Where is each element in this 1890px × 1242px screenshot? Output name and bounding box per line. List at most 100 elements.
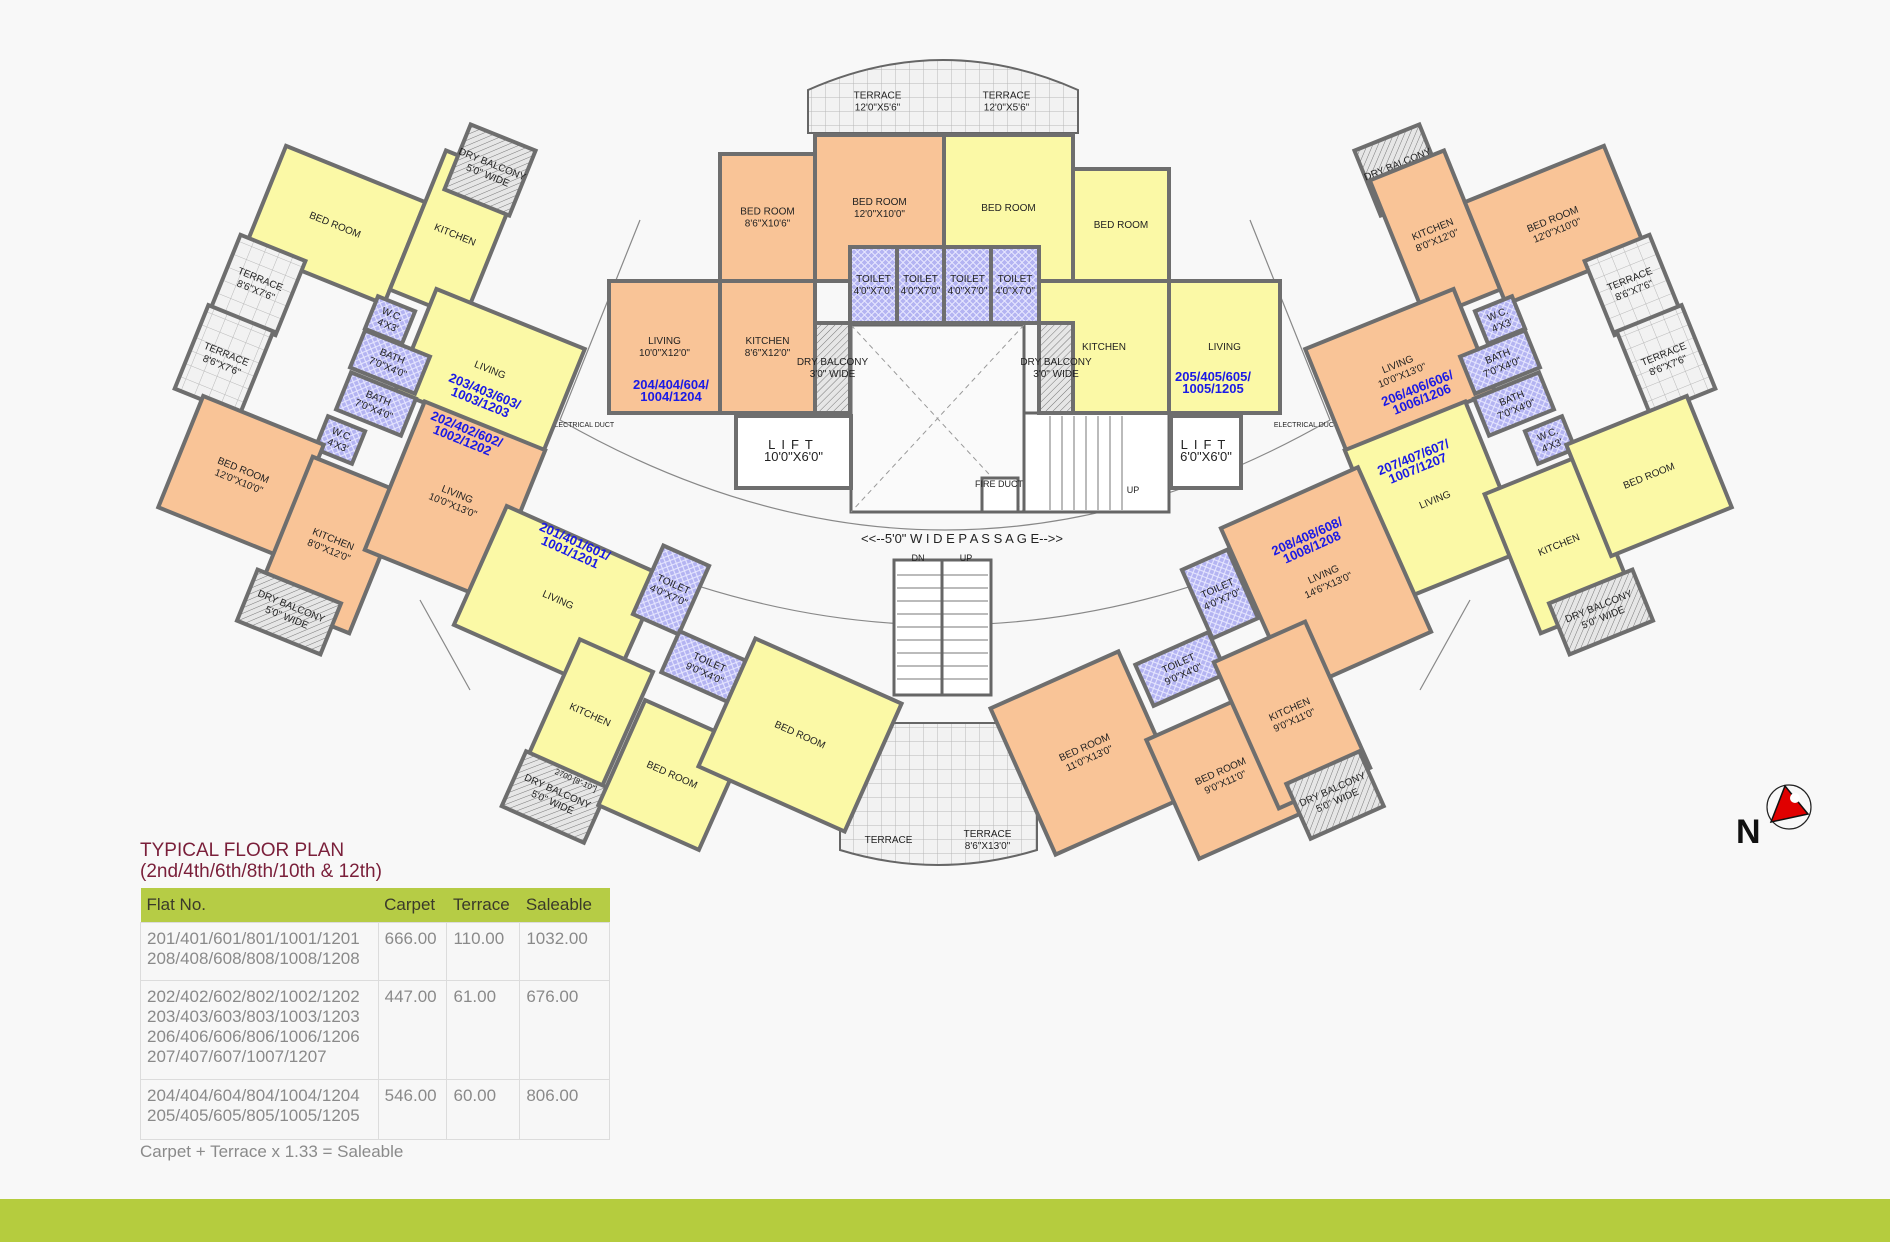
header-saleable: Saleable (519, 888, 610, 923)
flat-numbers: 207/407/607/1007/1207 (147, 1047, 327, 1066)
electrical-duct-label: ELECTRICAL DUCT (1274, 422, 1339, 429)
table-header-row: Flat No. Carpet Terrace Saleable (140, 888, 610, 923)
staircase (1022, 411, 1171, 514)
label-line: 8'6"X12'0" (745, 348, 791, 359)
label-line: TOILET (903, 274, 938, 285)
carpet-cell: 447.00 (377, 980, 448, 1080)
room-bath (333, 369, 419, 439)
label-line: <<--5'0" W I D E P A S S A G E-->> (861, 531, 1063, 546)
flat-numbers: 203/403/603/803/1003/1203 (147, 1007, 360, 1026)
label-line: BED ROOM (1094, 220, 1148, 231)
label-line: LIVING (1208, 342, 1241, 353)
room-dry-balcony (499, 748, 611, 846)
plan-title-main: TYPICAL FLOOR PLAN (140, 840, 345, 861)
label-line: BED ROOM (981, 203, 1035, 214)
label-line: 4'0"X7'0" (948, 286, 988, 297)
label-line: 12'0"X10'0" (854, 209, 905, 220)
header-terrace: Terrace (446, 888, 520, 923)
room-living (451, 503, 665, 697)
room-w-c (312, 413, 368, 467)
stair-up-label: UP (1127, 485, 1140, 495)
flat-number-label: 205/405/605/1005/1205 (1175, 369, 1251, 396)
label-line: ELECTRICAL DUCT (1274, 422, 1339, 429)
label-line: TOILET (950, 274, 985, 285)
room-toilet (630, 542, 712, 638)
label-line: KITCHEN (1082, 342, 1126, 353)
saleable-cell: 1032.00 (519, 922, 610, 981)
flat-numbers: 204/404/604/804/1004/1204 (147, 1086, 360, 1105)
room-kitchen (718, 279, 817, 415)
room-bed-room (718, 152, 817, 283)
label-line: 10'0"X6'0" (764, 449, 823, 464)
label-line: DN (912, 553, 925, 563)
label-line: TERRACE (854, 91, 902, 102)
room-bath (347, 327, 433, 397)
void-cross (850, 324, 1025, 513)
room-dry-balcony (1037, 321, 1075, 415)
carpet-cell: 666.00 (377, 922, 448, 981)
room-dry-balcony (813, 321, 852, 415)
label-line: BED ROOM (740, 207, 794, 218)
saleable-cell: 676.00 (519, 980, 610, 1080)
label-line: 8'6"X10'6" (745, 219, 791, 230)
label-line: 8'6"X13'0" (965, 841, 1011, 852)
label-line: 12'0"X5'6" (855, 103, 901, 114)
label-line: 4'0"X7'0" (901, 286, 941, 297)
flat-numbers: 201/401/601/801/1001/1201 (147, 929, 360, 948)
label-line: UP (1127, 485, 1140, 495)
flat-unit: LIVING14'6"X13'0"TOILET4'0"X7'0"TOILET9'… (987, 464, 1434, 862)
room-dry-balcony (1546, 567, 1656, 657)
room-label-living: LIVING10'0"X13'0" (427, 480, 483, 521)
label-line: 3'0" WIDE (810, 369, 856, 380)
saleable-cell: 806.00 (519, 1079, 610, 1140)
label-line: 6'0"X6'0" (1180, 449, 1232, 464)
label-line: TERRACE (865, 835, 913, 846)
label-line: 4'0"X7'0" (854, 286, 894, 297)
room-label-terrace: TERRACE (865, 835, 913, 846)
label-line: 12'0"X5'6" (984, 103, 1030, 114)
terrace-cell: 60.00 (446, 1079, 521, 1140)
room-label-living: LIVING (1208, 342, 1241, 353)
label-line: KITCHEN (746, 336, 790, 347)
label-line: FIRE DUCT (975, 479, 1023, 489)
fire-duct (980, 476, 1020, 514)
room-dry-balcony (441, 121, 539, 219)
label-line: ELECTRICAL DUCT (550, 422, 615, 429)
room-label-kitchen: KITCHEN (1082, 342, 1126, 353)
label-line: TERRACE (983, 91, 1031, 102)
room-bed-room (595, 697, 749, 853)
room-bed-room (987, 648, 1187, 858)
label-line: 204/404/604/ (633, 377, 709, 392)
room-living (607, 279, 722, 415)
room-toilet (848, 245, 899, 325)
room-toilet (989, 245, 1041, 325)
bottom-terrace-outline (839, 722, 1038, 866)
top-terrace-outline (807, 59, 1079, 134)
terrace-cell: 61.00 (446, 980, 521, 1080)
label-line: DRY BALCONY (1020, 357, 1092, 368)
label-line: LIFT (1181, 437, 1232, 452)
room-dry-balcony (1283, 748, 1387, 842)
stair-down-label: DN (912, 553, 925, 563)
label-line: BED ROOM (852, 197, 906, 208)
carpet-cell: 546.00 (377, 1079, 448, 1140)
room-label-bed-room: BED ROOM (1094, 220, 1148, 231)
saleable-formula-note: Carpet + Terrace x 1.33 = Saleable (140, 1142, 404, 1161)
